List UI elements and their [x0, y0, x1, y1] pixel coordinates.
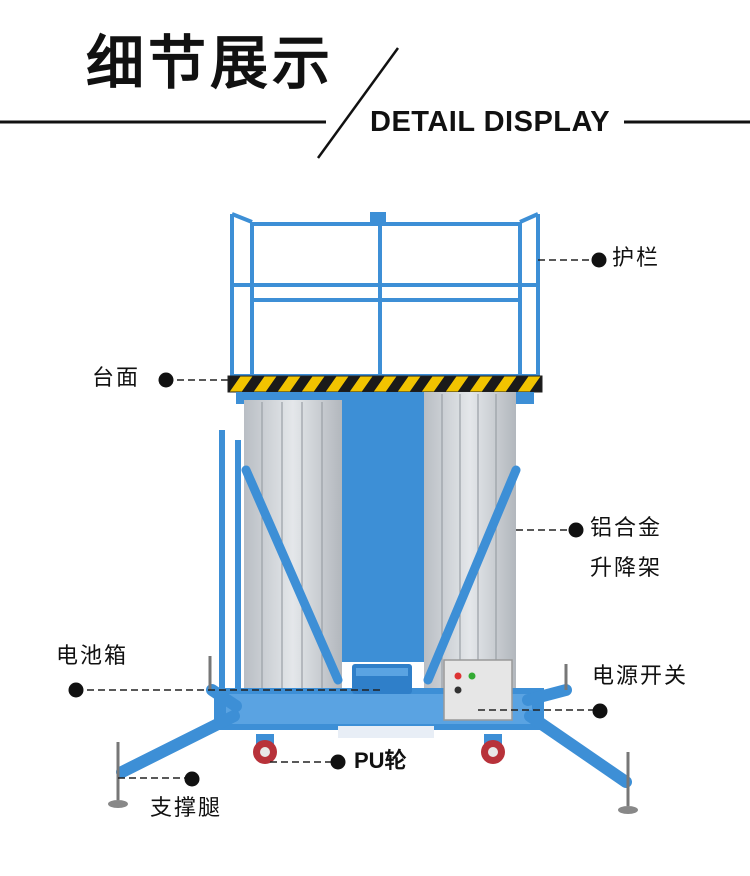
label-mast-line1: 铝合金 — [590, 516, 663, 541]
mast-dot-icon — [568, 522, 584, 538]
battery-box-dot-icon — [68, 682, 84, 698]
side-handle — [219, 430, 241, 690]
label-platform: 台面 — [92, 366, 141, 391]
guardrail — [230, 212, 540, 378]
pu-wheels — [253, 734, 505, 764]
braces — [241, 465, 521, 685]
label-pu-wheel: PU轮 — [354, 748, 407, 773]
switch-button-icon — [454, 672, 462, 680]
label-guardrail: 护栏 — [612, 246, 661, 271]
base-nameplate — [338, 726, 434, 738]
page-title: 细节展示 — [86, 29, 335, 97]
center-column — [342, 400, 424, 662]
platform-dot-icon — [158, 372, 174, 388]
label-outrigger: 支撑腿 — [150, 796, 223, 821]
header-slash — [316, 47, 400, 159]
label-mast-line2: 升降架 — [590, 556, 663, 581]
guardrail-dot-icon — [591, 252, 607, 268]
label-battery-box: 电池箱 — [56, 644, 129, 669]
outrigger-screws — [116, 656, 630, 806]
rail-hinge-icon — [370, 212, 386, 224]
pu-wheel-dot-icon — [330, 754, 346, 770]
outrigger-dot-icon — [184, 771, 200, 787]
switch-button-icon — [468, 672, 476, 680]
outrigger-foot — [618, 806, 638, 814]
power-switch-dot-icon — [592, 703, 608, 719]
outrigger-legs — [116, 684, 632, 788]
switch-button-icon — [454, 686, 462, 694]
page-subtitle: DETAIL DISPLAY — [370, 106, 611, 138]
label-power-switch: 电源开关 — [592, 664, 689, 689]
outrigger-foot — [108, 800, 128, 808]
